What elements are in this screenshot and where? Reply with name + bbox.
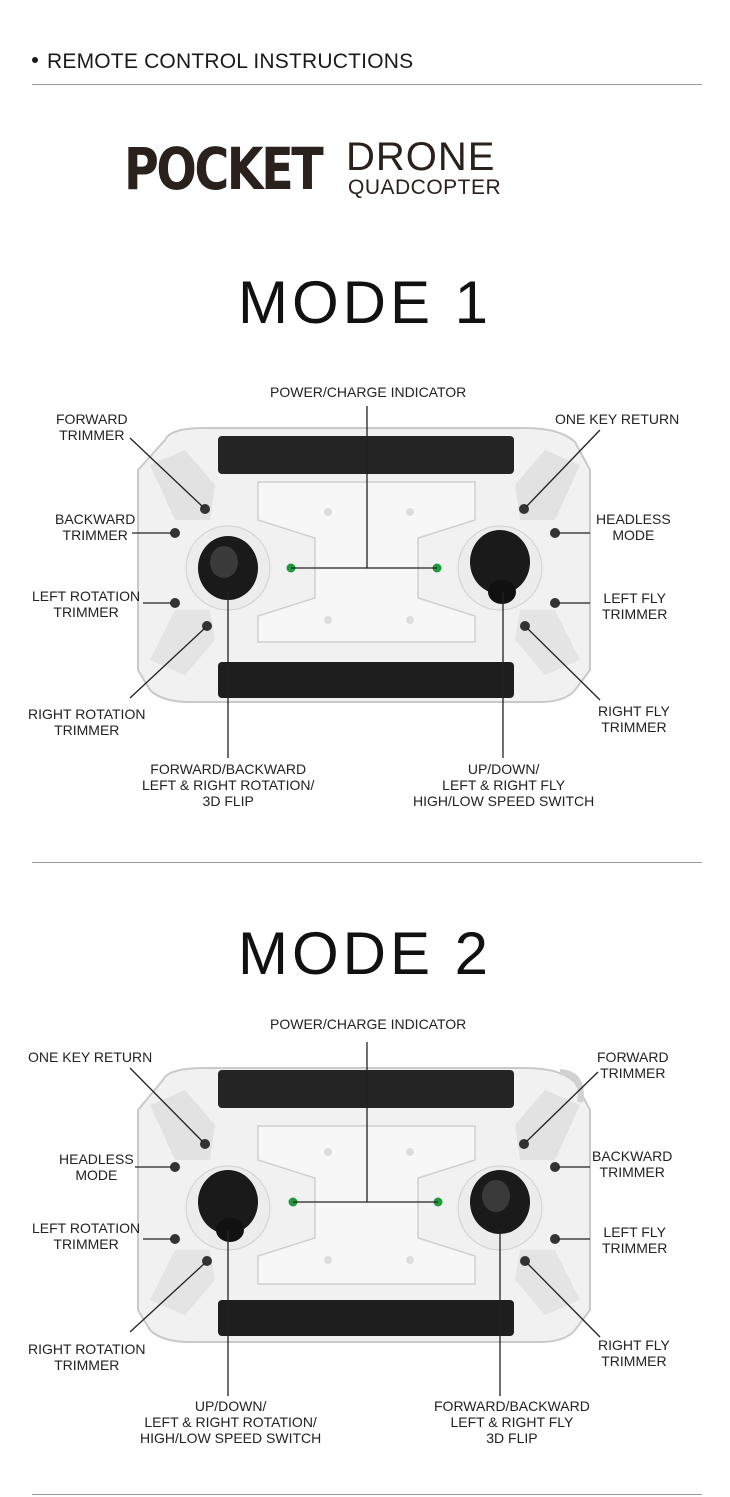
footer-divider xyxy=(32,1494,702,1495)
mode2-right-joystick[interactable] xyxy=(457,1165,543,1251)
bullet-icon xyxy=(32,57,38,64)
mode1-left-rotation-trimmer-button[interactable] xyxy=(170,598,180,608)
mode1-controller xyxy=(137,427,591,703)
mode2-left-rotation-trimmer-button[interactable] xyxy=(170,1234,180,1244)
mode2-left-fly-trimmer-button[interactable] xyxy=(550,1234,560,1244)
logo-quadcopter: QUADCOPTER xyxy=(348,176,502,199)
mode1-title: MODE 1 xyxy=(237,269,493,336)
mode1-controller-diagram xyxy=(129,406,601,758)
mode2-bottom-grip xyxy=(218,1300,514,1336)
mode2-title: MODE 2 xyxy=(237,920,493,987)
mode2-label-one-key-return: ONE KEY RETURN xyxy=(28,1049,153,1065)
mode2-backward-trimmer-button[interactable] xyxy=(550,1162,560,1172)
logo-pocket: POCKET xyxy=(124,135,324,203)
mode1-top-grip xyxy=(218,436,514,474)
mode1-left-fly-trimmer-button[interactable] xyxy=(550,598,560,608)
section-title: REMOTE CONTROL INSTRUCTIONS xyxy=(47,50,414,73)
section-divider xyxy=(32,862,702,863)
mode1-bottom-grip xyxy=(218,662,514,698)
mode2-leader-lines xyxy=(129,1042,601,1396)
mode1-label-one-key-return: ONE KEY RETURN xyxy=(555,411,680,427)
mode2-controller xyxy=(137,1067,591,1343)
mode2-headless-mode-button[interactable] xyxy=(170,1162,180,1172)
mode2-label-left-stick: UP/DOWN/LEFT & RIGHT ROTATION/HIGH/LOW S… xyxy=(140,1398,322,1446)
section-header: REMOTE CONTROL INSTRUCTIONS xyxy=(32,50,413,74)
header-divider xyxy=(32,84,702,85)
mode1-leader-lines xyxy=(129,406,601,758)
logo-drone: DRONE xyxy=(346,135,496,179)
mode2-label-power: POWER/CHARGE INDICATOR xyxy=(270,1016,467,1032)
mode1-headless-mode-button[interactable] xyxy=(550,528,560,538)
mode2-top-grip xyxy=(218,1070,514,1108)
mode2-controller-diagram xyxy=(129,1042,601,1396)
mode1-right-joystick[interactable] xyxy=(457,525,543,611)
mode1-left-joystick[interactable] xyxy=(185,525,271,611)
mode2-left-joystick[interactable] xyxy=(185,1165,271,1251)
mode1-label-power: POWER/CHARGE INDICATOR xyxy=(270,384,467,400)
mode1-backward-trimmer-button[interactable] xyxy=(170,528,180,538)
